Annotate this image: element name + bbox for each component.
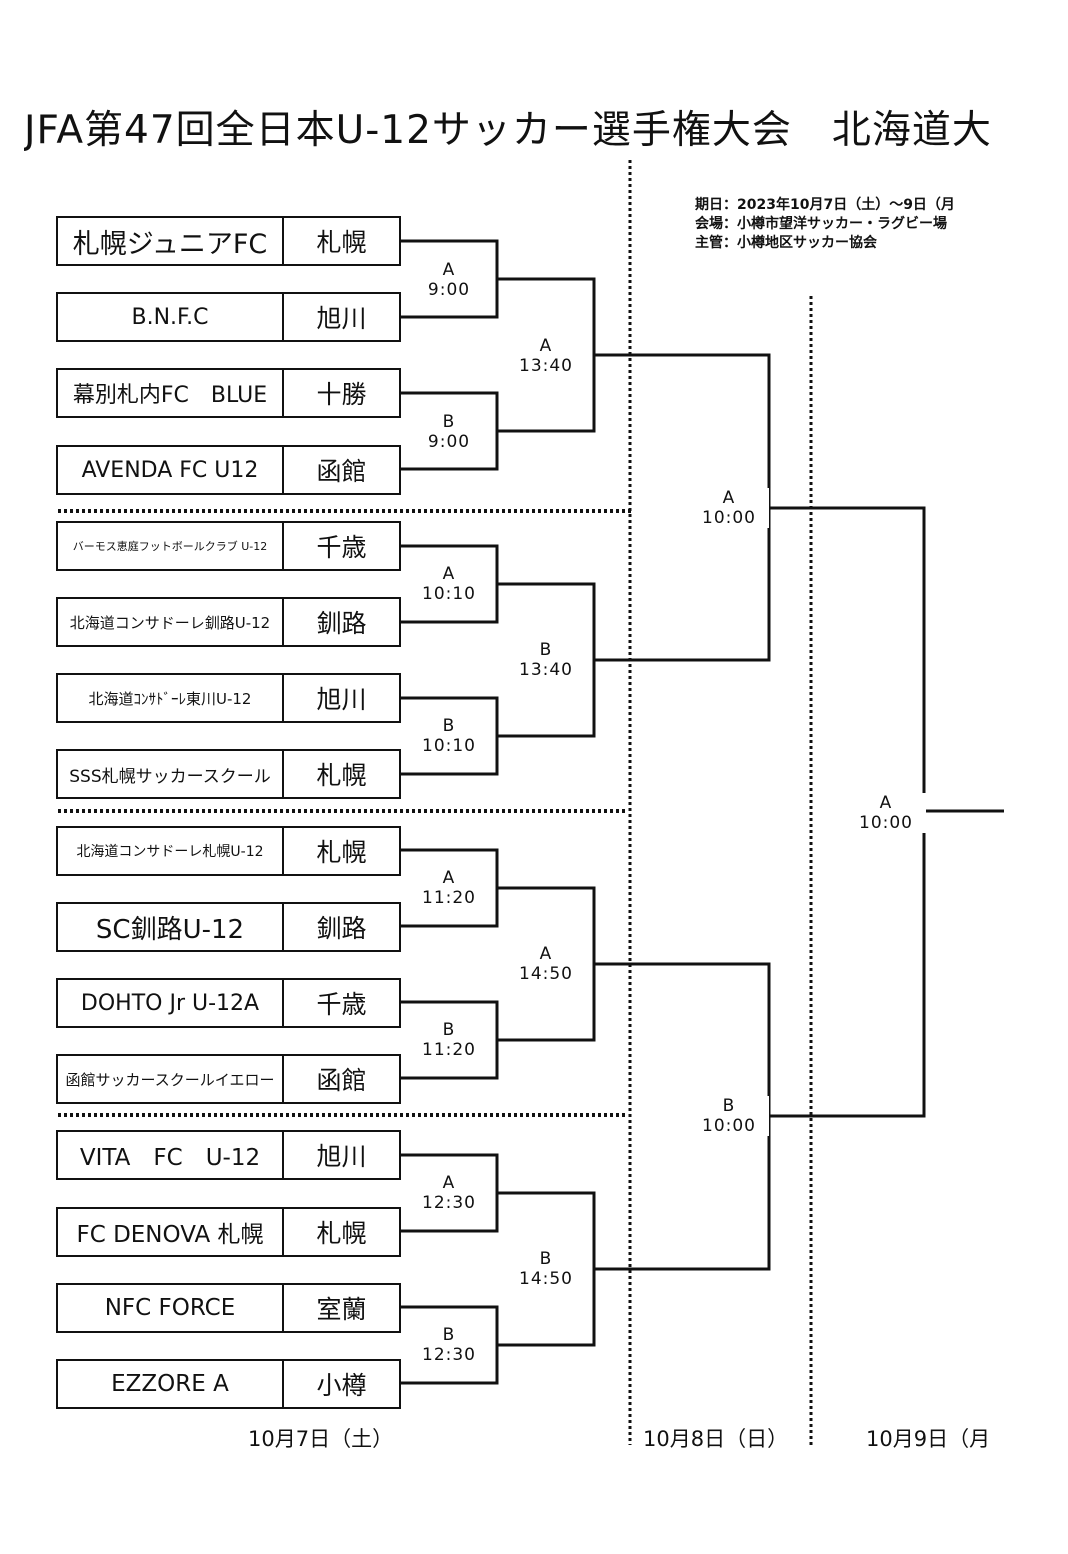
team-region: 札幌 <box>284 749 401 799</box>
match-court: A <box>442 564 456 584</box>
match-court: B <box>722 1096 736 1116</box>
team-region: 札幌 <box>284 216 401 266</box>
match-time: 12:30 <box>422 1193 476 1213</box>
match-court: A <box>442 260 456 280</box>
event-host: 主管：小樽地区サッカー協会 <box>695 235 877 251</box>
team-name: SC釧路U-12 <box>56 902 284 952</box>
match-court: A <box>722 488 736 508</box>
event-venue: 会場：小樽市望洋サッカー・ラグビー場 <box>695 216 947 232</box>
team-name: DOHTO Jr U-12A <box>56 978 284 1028</box>
match-court: B <box>539 1249 553 1269</box>
match-time: 11:20 <box>422 1040 476 1060</box>
team-region: 函館 <box>284 1054 401 1104</box>
match-time: 14:50 <box>519 964 573 984</box>
date-label-day3: 10月9日（月 <box>866 1427 991 1451</box>
match-court: A <box>539 336 553 356</box>
event-info: 期日：2023年10月7日（土）～9日（月 会場：小樽市望洋サッカー・ラグビー場… <box>695 196 1005 253</box>
match-court: A <box>442 868 456 888</box>
team-region: 千歳 <box>284 978 401 1028</box>
team-name: VITA FC U-12 <box>56 1130 284 1180</box>
team-name: 北海道コンサドーレ札幌U-12 <box>56 826 284 876</box>
match-court: A <box>539 944 553 964</box>
team-region: 旭川 <box>284 292 401 342</box>
team-region: 室蘭 <box>284 1283 401 1333</box>
match-court: B <box>539 640 553 660</box>
team-name: 札幌ジュニアFC <box>56 216 284 266</box>
date-label-day2: 10月8日（日） <box>643 1427 789 1451</box>
match-court: B <box>442 412 456 432</box>
team-name: 函館サッカースクールイエロー <box>56 1054 284 1104</box>
team-region: 函館 <box>284 445 401 495</box>
team-name: 北海道コンサドーレ釧路U-12 <box>56 597 284 647</box>
team-name: 幕別札内FC BLUE <box>56 368 284 418</box>
match-time: 10:10 <box>422 736 476 756</box>
match-time: 10:00 <box>859 813 913 833</box>
team-name: AVENDA FC U12 <box>56 445 284 495</box>
match-court: B <box>442 716 456 736</box>
team-name: EZZORE A <box>56 1359 284 1409</box>
match-time: 13:40 <box>519 356 573 376</box>
match-time: 13:40 <box>519 660 573 680</box>
team-region: 札幌 <box>284 1207 401 1257</box>
match-time: 10:00 <box>702 508 756 528</box>
team-name: SSS札幌サッカースクール <box>56 749 284 799</box>
page-title: JFA第47回全日本U-12サッカー選手権大会 北海道大 <box>24 108 992 153</box>
match-time: 9:00 <box>427 432 471 452</box>
team-name: FC DENOVA 札幌 <box>56 1207 284 1257</box>
match-court: A <box>442 1173 456 1193</box>
match-time: 9:00 <box>427 280 471 300</box>
team-name: B.N.F.C <box>56 292 284 342</box>
team-region: 旭川 <box>284 1130 401 1180</box>
team-region: 釧路 <box>284 902 401 952</box>
team-name: NFC FORCE <box>56 1283 284 1333</box>
team-name: 北海道ｺﾝｻﾄﾞｰﾚ東川U-12 <box>56 673 284 723</box>
team-name: バーモス恵庭フットボールクラブ U-12 <box>56 521 284 571</box>
team-region: 十勝 <box>284 368 401 418</box>
team-region: 旭川 <box>284 673 401 723</box>
match-time: 10:10 <box>422 584 476 604</box>
match-time: 11:20 <box>422 888 476 908</box>
match-time: 10:00 <box>702 1116 756 1136</box>
match-court: A <box>879 793 893 813</box>
match-time: 14:50 <box>519 1269 573 1289</box>
match-court: B <box>442 1325 456 1345</box>
match-court: B <box>442 1020 456 1040</box>
team-region: 釧路 <box>284 597 401 647</box>
match-time: 12:30 <box>422 1345 476 1365</box>
date-label-day1: 10月7日（土） <box>248 1427 394 1451</box>
event-period: 期日：2023年10月7日（土）～9日（月 <box>695 197 955 213</box>
team-region: 小樽 <box>284 1359 401 1409</box>
team-region: 千歳 <box>284 521 401 571</box>
team-region: 札幌 <box>284 826 401 876</box>
